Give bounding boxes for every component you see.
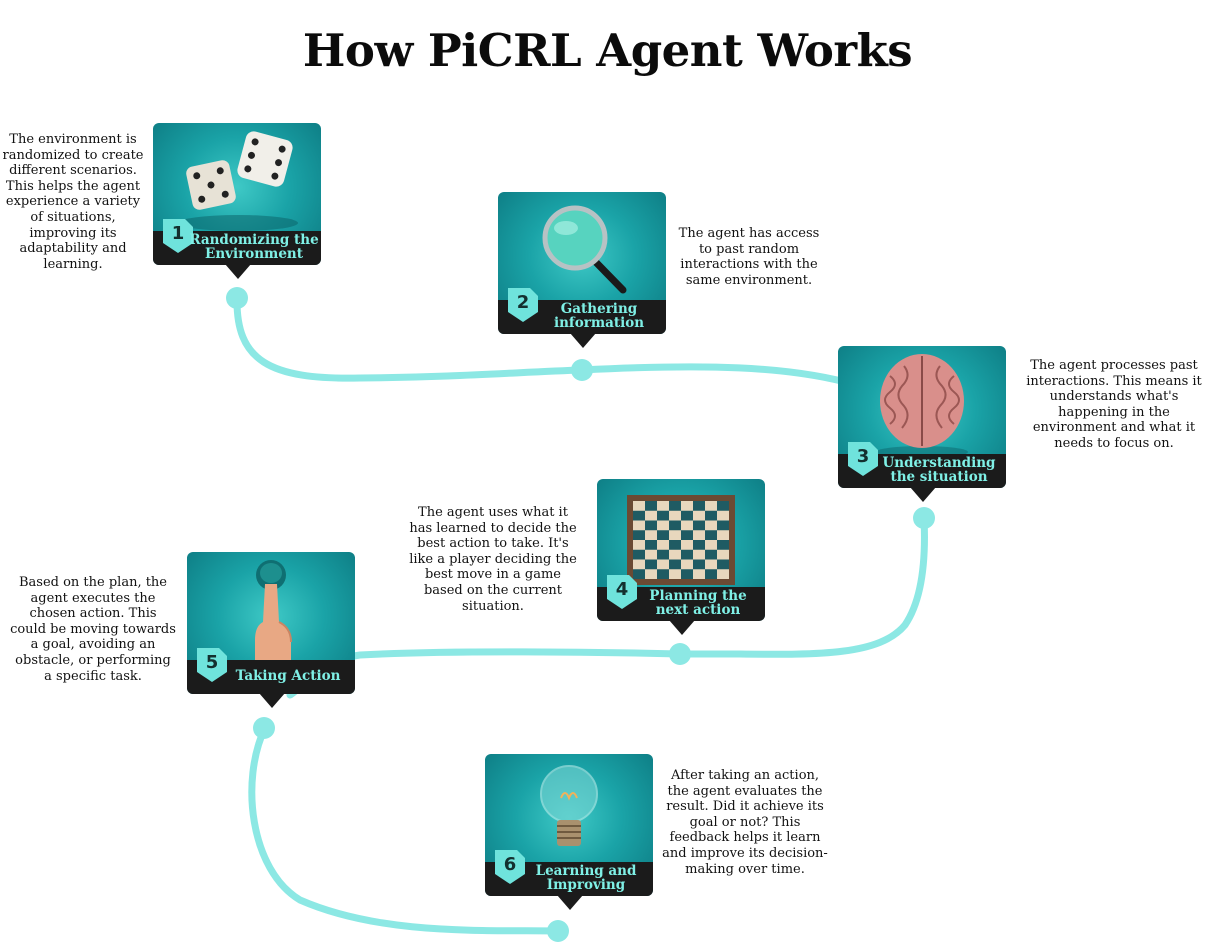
chess-square bbox=[657, 549, 669, 560]
chess-square bbox=[693, 559, 705, 570]
step-pointer bbox=[570, 333, 596, 348]
chess-square bbox=[717, 501, 729, 511]
chess-square bbox=[705, 510, 717, 521]
step-card-4: 4 Planning the next action bbox=[597, 479, 765, 635]
chess-square bbox=[633, 549, 645, 560]
step-title: Randomizing the Environment bbox=[189, 232, 319, 262]
step-description: The agent uses what it has learned to de… bbox=[409, 505, 577, 614]
path-node-5 bbox=[253, 717, 275, 739]
chess-square bbox=[657, 569, 669, 579]
step-number: 4 bbox=[615, 579, 629, 600]
step-number: 2 bbox=[516, 292, 530, 313]
step-title: Planning the next action bbox=[649, 588, 747, 618]
step-description: The agent processes past interactions. T… bbox=[1026, 358, 1202, 451]
step-badge: 4 bbox=[607, 575, 637, 609]
step-title: Gathering information bbox=[553, 301, 645, 331]
step-number: 3 bbox=[856, 446, 870, 467]
path-node-1 bbox=[226, 287, 248, 309]
chess-square bbox=[681, 549, 693, 560]
step-description: The agent has access to past random inte… bbox=[678, 226, 820, 288]
chess-square bbox=[705, 569, 717, 579]
step-number: 1 bbox=[171, 223, 185, 244]
chess-square bbox=[717, 559, 729, 570]
chess-square bbox=[669, 501, 681, 511]
step-badge: 6 bbox=[495, 850, 525, 884]
step-pointer bbox=[669, 620, 695, 635]
page-title: How PiCRL Agent Works bbox=[302, 24, 913, 77]
chess-square bbox=[669, 559, 681, 570]
step-badge: 5 bbox=[197, 648, 227, 682]
chess-square bbox=[669, 540, 681, 550]
chess-square bbox=[717, 520, 729, 531]
step-badge: 3 bbox=[848, 442, 878, 476]
step-description: Based on the plan, the agent executes th… bbox=[10, 575, 176, 684]
step-card-6: 6 Learning and Improving bbox=[485, 754, 653, 910]
chess-square bbox=[633, 569, 645, 579]
chess-square bbox=[645, 501, 657, 511]
step-card-1: 1 Randomizing the Environment bbox=[153, 123, 321, 279]
path-node-2 bbox=[571, 359, 593, 381]
step-badge: 2 bbox=[508, 288, 538, 322]
chess-square bbox=[645, 520, 657, 531]
chess-square bbox=[633, 510, 645, 521]
step-number: 6 bbox=[503, 854, 517, 875]
chess-square bbox=[645, 559, 657, 570]
step-number: 5 bbox=[205, 652, 219, 673]
step-description: After taking an action, the agent evalua… bbox=[662, 768, 828, 877]
chess-square bbox=[681, 510, 693, 521]
chess-square bbox=[645, 540, 657, 550]
step-title: Understanding the situation bbox=[882, 455, 996, 485]
step-card-3: 3 Understanding the situation bbox=[838, 346, 1006, 502]
step-pointer bbox=[259, 693, 285, 708]
chess-square bbox=[693, 540, 705, 550]
step-card-5: 5 Taking Action bbox=[187, 552, 355, 708]
step-description: The environment is randomized to create … bbox=[2, 132, 144, 272]
step-title: Learning and Improving bbox=[535, 863, 637, 893]
step-card-2: 2 Gathering information bbox=[498, 192, 666, 348]
chess-square bbox=[705, 549, 717, 560]
chess-square bbox=[693, 501, 705, 511]
chess-square bbox=[693, 520, 705, 531]
path-node-4 bbox=[669, 643, 691, 665]
chess-square bbox=[669, 520, 681, 531]
path-node-6 bbox=[547, 920, 569, 942]
chess-square bbox=[681, 530, 693, 540]
chess-square bbox=[681, 569, 693, 579]
step-title: Taking Action bbox=[235, 668, 341, 684]
chess-square bbox=[633, 530, 645, 540]
step-pointer bbox=[557, 895, 583, 910]
chess-square bbox=[657, 510, 669, 521]
step-pointer bbox=[225, 264, 251, 279]
chess-square bbox=[657, 530, 669, 540]
chess-square bbox=[717, 540, 729, 550]
step-pointer bbox=[910, 487, 936, 502]
step-badge: 1 bbox=[163, 219, 193, 253]
chess-square bbox=[705, 530, 717, 540]
path-node-3 bbox=[913, 507, 935, 529]
